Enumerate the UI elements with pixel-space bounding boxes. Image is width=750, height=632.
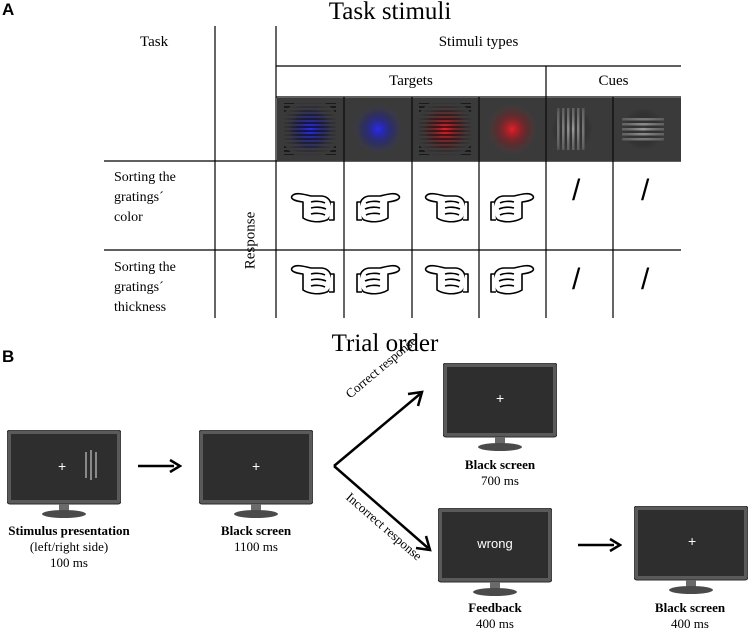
thumb-right-icon — [490, 264, 535, 295]
monitor-icon — [437, 507, 553, 596]
caption-feedback: Feedback 400 ms — [435, 600, 555, 632]
row-label-line: gratings´ — [114, 190, 164, 205]
thumb-left-icon — [424, 192, 469, 223]
monitor-icon — [198, 429, 314, 518]
red-thin-grating — [415, 99, 475, 159]
panel-b-letter: B — [2, 347, 15, 366]
cue-grating — [85, 450, 97, 480]
thumb-right-icon — [356, 264, 401, 295]
fixation-cross: + — [688, 533, 697, 549]
monitor-black-screen-final: + — [633, 505, 749, 596]
branch-arrows — [333, 390, 432, 552]
caption-title: Black screen — [220, 523, 292, 538]
fixation-cross: + — [496, 390, 505, 406]
no-response-slash: / — [641, 263, 650, 296]
panel-b-title: Trial order — [331, 330, 439, 357]
targets-header: Targets — [389, 73, 433, 89]
feedback-wrong-text: wrong — [477, 536, 513, 551]
task-header: Task — [140, 34, 169, 50]
response-label: Response — [242, 211, 259, 270]
caption-title: Black screen — [654, 600, 726, 615]
horizontal-cue-grating — [613, 99, 673, 159]
no-response-slash: / — [572, 263, 581, 296]
no-response-slash: / — [641, 174, 650, 207]
cues-header: Cues — [598, 73, 629, 89]
thumb-left-icon — [424, 264, 469, 295]
caption-black-screen-2: Black screen 700 ms — [440, 457, 560, 489]
thumb-left-icon — [290, 192, 335, 223]
row-label-thickness: Sorting the gratings´ thickness — [114, 258, 176, 318]
thumb-right-icon — [356, 192, 401, 223]
panel-a-title: Task stimuli — [328, 0, 452, 25]
blue-thick-grating — [348, 99, 408, 159]
row-label-color: Sorting the gratings´ color — [114, 168, 176, 228]
caption-duration: 400 ms — [671, 616, 709, 631]
blue-thin-grating — [280, 99, 340, 159]
caption-title: Black screen — [464, 457, 536, 472]
arrow-icon — [138, 458, 182, 474]
monitor-stimulus: + — [6, 429, 122, 520]
monitor-icon — [6, 429, 122, 518]
caption-duration: 1100 ms — [234, 539, 278, 554]
caption-duration: 700 ms — [481, 473, 519, 488]
caption-title: Feedback — [468, 600, 522, 615]
panel-a-letter: A — [2, 0, 15, 19]
caption-sub: (left/right side) — [29, 539, 109, 554]
row-label-line: thickness — [114, 300, 167, 315]
row-label-line: Sorting the — [114, 260, 176, 275]
caption-stimulus: Stimulus presentation (left/right side) … — [0, 523, 138, 571]
thumb-left-icon — [290, 264, 335, 295]
monitor-feedback: wrong — [437, 507, 553, 598]
caption-black-screen-1: Black screen 1100 ms — [196, 523, 316, 555]
row-label-line: color — [114, 210, 143, 225]
no-response-slash: / — [572, 174, 581, 207]
row-label-line: gratings´ — [114, 280, 164, 295]
caption-title: Stimulus presentation — [8, 523, 130, 538]
stimuli-strip — [277, 98, 681, 161]
thumb-right-icon — [490, 192, 535, 223]
fixation-cross: + — [58, 458, 67, 474]
monitor-icon — [442, 362, 558, 451]
caption-duration: 400 ms — [476, 616, 514, 631]
monitor-black-screen-correct: + — [442, 362, 558, 453]
monitor-icon — [633, 505, 749, 594]
row-label-line: Sorting the — [114, 170, 176, 185]
stimuli-types-header: Stimuli types — [438, 34, 519, 50]
caption-duration: 100 ms — [50, 555, 88, 570]
arrow-icon — [578, 537, 622, 553]
vertical-cue-grating — [542, 99, 602, 159]
fixation-cross: + — [252, 458, 261, 474]
caption-black-screen-3: Black screen 400 ms — [630, 600, 750, 632]
red-thick-grating — [482, 99, 542, 159]
monitor-black-screen: + — [198, 429, 314, 520]
